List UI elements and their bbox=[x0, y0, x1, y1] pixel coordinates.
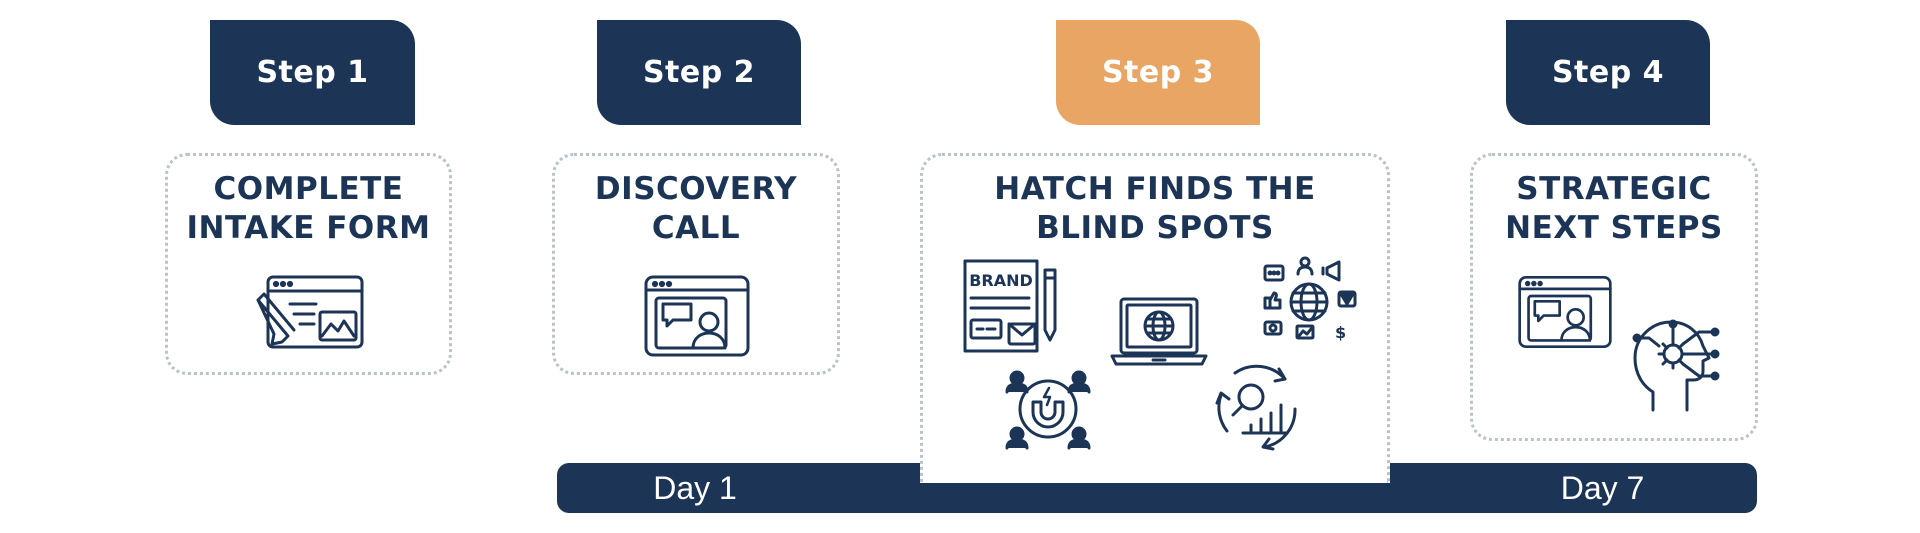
laptop-globe-icon bbox=[1109, 296, 1209, 368]
step-3-tab-label: Step 3 bbox=[1101, 55, 1215, 90]
magnet-attract-people-icon bbox=[1005, 366, 1091, 452]
step-3-title: HATCH FINDS THE BLIND SPOTS bbox=[994, 171, 1316, 246]
svg-text:BRAND: BRAND bbox=[969, 271, 1033, 290]
step-3-card: HATCH FINDS THE BLIND SPOTS BRAND bbox=[920, 153, 1390, 483]
timeline-start-label: Day 1 bbox=[653, 470, 737, 506]
step-1-tab: Step 1 bbox=[210, 20, 415, 125]
step-2-tab-label: Step 2 bbox=[642, 55, 756, 90]
web-form-edit-icon bbox=[254, 274, 366, 350]
step-1-title: COMPLETE INTAKE FORM bbox=[186, 171, 431, 246]
step-4-card: STRATEGIC NEXT STEPS bbox=[1470, 153, 1758, 441]
head-gear-circuit-icon bbox=[1623, 314, 1723, 414]
svg-text:$: $ bbox=[1335, 323, 1346, 342]
analytics-search-cycle-icon bbox=[1213, 361, 1303, 453]
step-2-title: DISCOVERY CALL bbox=[594, 171, 798, 246]
step-1-tab-label: Step 1 bbox=[256, 55, 369, 90]
step-4-tab-label: Step 4 bbox=[1551, 55, 1665, 90]
brand-document-icon: BRAND bbox=[961, 258, 1061, 354]
step-4-tab: Step 4 bbox=[1506, 20, 1710, 125]
step-2-card: DISCOVERY CALL bbox=[552, 153, 840, 375]
step-4-title: STRATEGIC NEXT STEPS bbox=[1505, 171, 1723, 246]
step-1-card: COMPLETE INTAKE FORM bbox=[165, 153, 452, 375]
social-network-globe-icon: $ bbox=[1259, 256, 1359, 344]
video-call-chat-icon bbox=[1517, 274, 1613, 350]
step-2-tab: Step 2 bbox=[597, 20, 801, 125]
step-3-tab: Step 3 bbox=[1056, 20, 1260, 125]
timeline-end-label: Day 7 bbox=[1560, 470, 1645, 506]
video-call-chat-icon bbox=[643, 274, 751, 358]
